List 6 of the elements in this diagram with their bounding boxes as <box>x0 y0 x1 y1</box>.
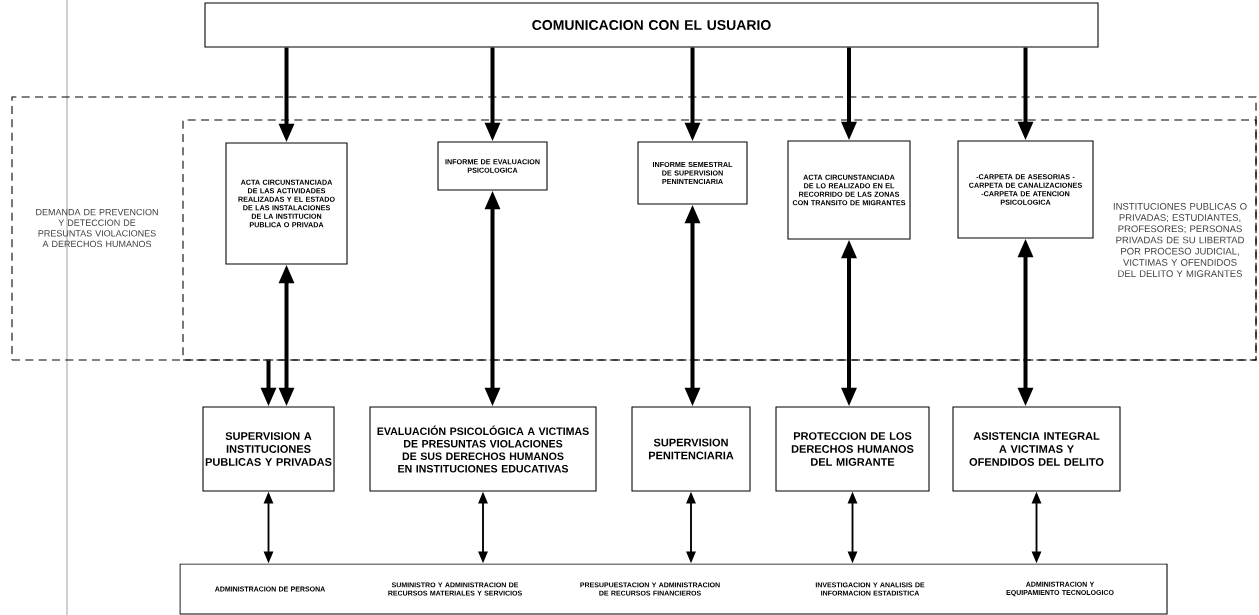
header-box: COMUNICACION CON EL USUARIO <box>204 2 1099 48</box>
process-box: PROTECCION DE LOS DERECHOS HUMANOS DEL MIGRANTE <box>775 406 930 492</box>
process-box: SUPERVISION PENITENCIARIA <box>631 406 751 492</box>
process-box: EVALUACIÓN PSICOLÓGICA A VICTIMAS DE PRESUNTAS VIOLACIONES DE SUS DERECHOS HUMANOS EN INSTITUCIONES EDUCATIVAS <box>369 406 597 492</box>
process-box: ASISTENCIA INTEGRAL A VICTIMAS Y OFENDIDOS DEL DELITO <box>952 406 1121 492</box>
process-box: SUPERVISION A INSTITUCIONES PUBLICAS Y PRIVADAS <box>202 406 335 492</box>
